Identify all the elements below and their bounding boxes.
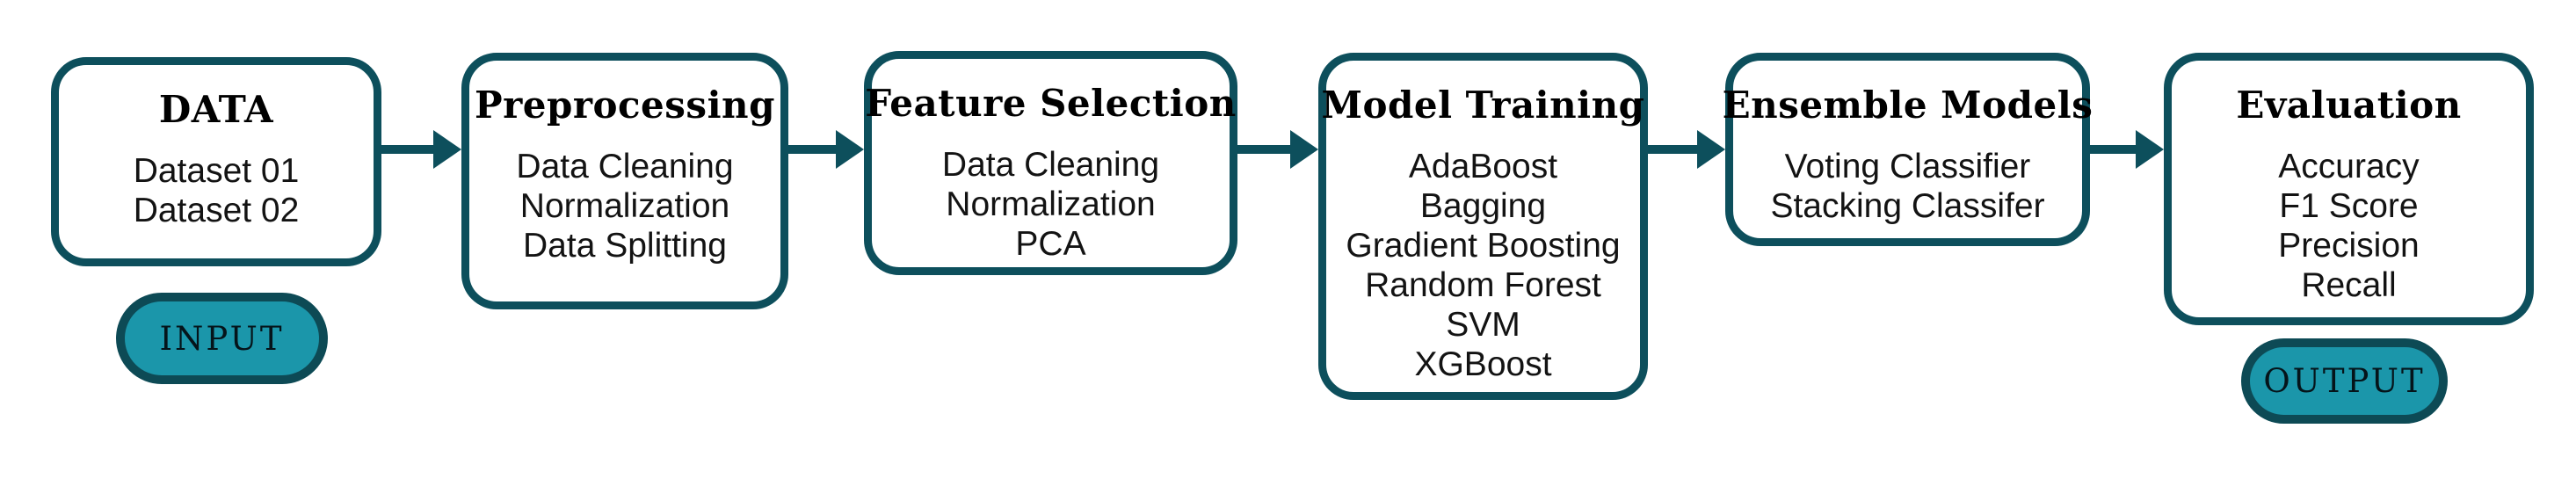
arrow-shaft [2090,145,2141,154]
stage-item: Random Forest [1365,266,1601,304]
stage-item: Recall [2301,266,2397,304]
stage-item: Dataset 02 [133,192,300,229]
stage-item: Normalization [519,187,730,225]
stage-box-data: DATA Dataset 01 Dataset 02 [51,57,381,266]
stage-item: SVM [1446,306,1520,344]
stage-item: Normalization [946,185,1156,223]
stage-title: DATA [158,88,274,131]
stage-title: Preprocessing [475,84,775,127]
flow-arrow [381,130,461,169]
arrow-shaft [788,145,841,154]
stage-box-feature-selection: Feature Selection Data Cleaning Normaliz… [864,51,1237,275]
stage-item: Stacking Classifer [1770,187,2045,225]
flow-arrow [2090,130,2164,169]
stage-item: F1 Score [2279,187,2419,225]
stage-item: Precision [2278,227,2420,265]
stage-box-ensemble-models: Ensemble Models Voting Classifier Stacki… [1722,53,2093,246]
stage-title: Feature Selection [865,82,1237,125]
output-badge: OUTPUT [2241,338,2448,424]
stage-item: Data Cleaning [516,148,734,185]
arrow-head-icon [1290,130,1318,169]
stage-item: Data Cleaning [941,146,1160,184]
stage-item-list: Dataset 01 Dataset 02 [134,151,300,230]
stage-title: Model Training [1321,84,1645,127]
arrow-shaft [1648,145,1702,154]
stage-item: Bagging [1419,187,1547,225]
arrow-head-icon [2136,130,2164,169]
stage-item-list: Data Cleaning Normalization PCA [942,145,1159,264]
flow-arrow [1237,130,1318,169]
arrow-head-icon [836,130,864,169]
stage-item: Dataset 01 [133,152,300,190]
arrow-head-icon [1697,130,1725,169]
arrow-shaft [1237,145,1295,154]
stage-box-evaluation: Evaluation Accuracy F1 Score Precision R… [2164,53,2534,325]
stage-item-list: Accuracy F1 Score Precision Recall [2278,147,2419,305]
arrow-head-icon [433,130,461,169]
stage-item: XGBoost [1414,345,1552,383]
stage-item-list: AdaBoost Bagging Gradient Boosting Rando… [1346,147,1620,384]
arrow-shaft [381,145,439,154]
flow-arrow [788,130,864,169]
input-badge: INPUT [116,293,328,384]
stage-title: Evaluation [2236,84,2462,127]
stage-item: Data Splitting [523,227,727,265]
stage-item: AdaBoost [1408,148,1558,185]
stage-item: Gradient Boosting [1346,227,1621,265]
stage-item: Accuracy [2278,148,2420,185]
stage-title: Ensemble Models [1722,84,2093,127]
stage-item: Voting Classifier [1784,148,2031,185]
stage-box-model-training: Model Training AdaBoost Bagging Gradient… [1318,53,1648,400]
stage-item-list: Data Cleaning Normalization Data Splitti… [516,147,733,265]
stage-item: PCA [1015,225,1086,263]
flow-arrow [1648,130,1725,169]
stage-item-list: Voting Classifier Stacking Classifer [1770,147,2044,226]
stage-box-preprocessing: Preprocessing Data Cleaning Normalizatio… [461,53,788,309]
